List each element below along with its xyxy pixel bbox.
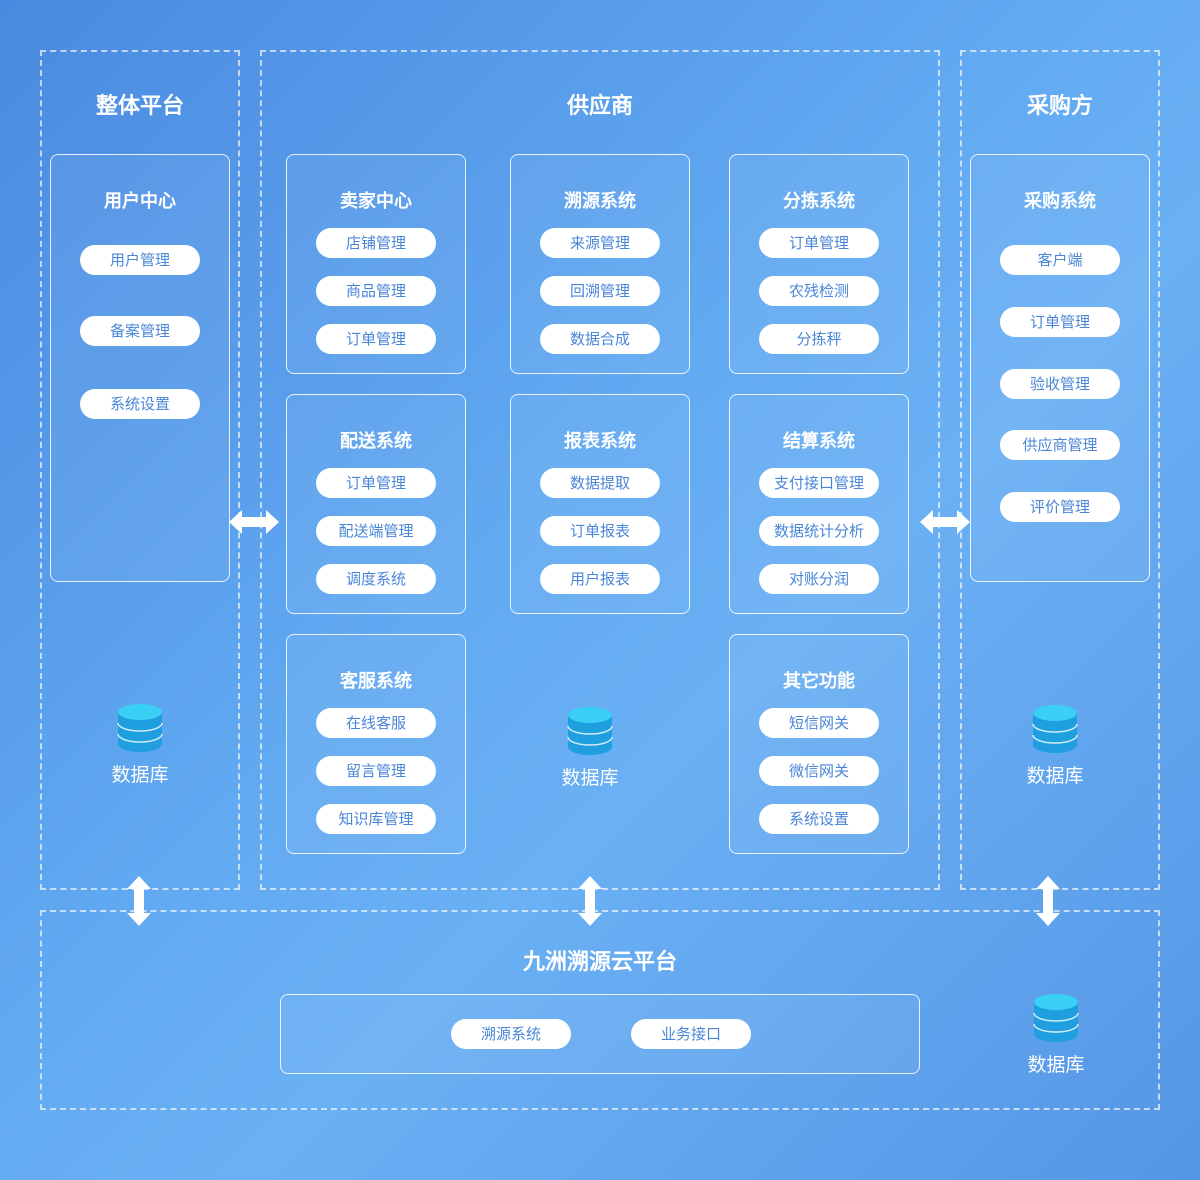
database-icon [1033,994,1079,1042]
sorting-scale-pill[interactable]: 分拣秤 [759,324,879,354]
database-icon [567,707,613,755]
supplier-management-pill[interactable]: 供应商管理 [1000,430,1120,460]
delivery-system-box: 配送系统 订单管理 配送端管理 调度系统 [286,394,466,614]
knowledge-base-pill[interactable]: 知识库管理 [316,804,436,834]
pesticide-detection-pill[interactable]: 农残检测 [759,276,879,306]
delivery-order-management-pill[interactable]: 订单管理 [316,468,436,498]
user-management-pill[interactable]: 用户管理 [80,245,200,275]
cloud-services-box: 溯源系统 业务接口 [280,994,920,1074]
platform-title: 整体平台 [95,94,184,119]
purchase-system-title: 采购系统 [1024,191,1096,212]
supplier-cloud-arrow-icon [578,876,602,926]
evaluation-management-pill[interactable]: 评价管理 [1000,492,1120,522]
sorting-system-title: 分拣系统 [783,191,855,212]
data-statistics-pill[interactable]: 数据统计分析 [759,516,879,546]
wechat-gateway-pill[interactable]: 微信网关 [759,756,879,786]
settlement-system-box: 结算系统 支付接口管理 数据统计分析 对账分润 [729,394,909,614]
payment-interface-pill[interactable]: 支付接口管理 [759,468,879,498]
buyer-database: 数据库 [995,703,1115,788]
seller-center-box: 卖家中心 店铺管理 商品管理 订单管理 [286,154,466,374]
cloud-platform-section: 九洲溯源云平台 [40,910,1160,1110]
customer-service-box: 客服系统 在线客服 留言管理 知识库管理 [286,634,466,854]
user-center-box: 用户中心 用户管理 备案管理 系统设置 [50,154,230,582]
other-functions-title: 其它功能 [783,671,855,692]
database-label: 数据库 [1027,1054,1085,1076]
platform-database: 数据库 [80,702,200,787]
supplier-database: 数据库 [530,705,650,790]
client-pill[interactable]: 客户端 [1000,245,1120,275]
buyer-cloud-arrow-icon [1036,876,1060,926]
trace-system-box: 溯源系统 来源管理 回溯管理 数据合成 [510,154,690,374]
other-functions-box: 其它功能 短信网关 微信网关 系统设置 [729,634,909,854]
business-interface-pill[interactable]: 业务接口 [631,1019,751,1049]
order-report-pill[interactable]: 订单报表 [540,516,660,546]
system-settings-pill[interactable]: 系统设置 [80,389,200,419]
cloud-database: 数据库 [996,992,1116,1077]
user-center-title: 用户中心 [104,191,176,212]
report-system-box: 报表系统 数据提取 订单报表 用户报表 [510,394,690,614]
acceptance-management-pill[interactable]: 验收管理 [1000,369,1120,399]
user-report-pill[interactable]: 用户报表 [540,564,660,594]
dispatch-system-pill[interactable]: 调度系统 [316,564,436,594]
trace-system-title: 溯源系统 [564,191,636,212]
database-icon [1032,705,1078,753]
online-service-pill[interactable]: 在线客服 [316,708,436,738]
data-synthesis-pill[interactable]: 数据合成 [540,324,660,354]
sorting-system-box: 分拣系统 订单管理 农残检测 分拣秤 [729,154,909,374]
sms-gateway-pill[interactable]: 短信网关 [759,708,879,738]
backtrace-management-pill[interactable]: 回溯管理 [540,276,660,306]
record-management-pill[interactable]: 备案管理 [80,316,200,346]
database-icon [117,704,163,752]
supplier-title: 供应商 [566,94,633,119]
cloud-platform-title: 九洲溯源云平台 [522,950,677,975]
settlement-system-title: 结算系统 [783,431,855,452]
database-label: 数据库 [1026,765,1084,787]
source-management-pill[interactable]: 来源管理 [540,228,660,258]
delivery-client-management-pill[interactable]: 配送端管理 [316,516,436,546]
purchase-system-box: 采购系统 客户端 订单管理 验收管理 供应商管理 评价管理 [970,154,1150,582]
seller-center-title: 卖家中心 [340,191,412,212]
shop-management-pill[interactable]: 店铺管理 [316,228,436,258]
database-label: 数据库 [561,767,619,789]
order-management-pill[interactable]: 订单管理 [316,324,436,354]
message-management-pill[interactable]: 留言管理 [316,756,436,786]
product-management-pill[interactable]: 商品管理 [316,276,436,306]
reconciliation-pill[interactable]: 对账分润 [759,564,879,594]
database-label: 数据库 [111,764,169,786]
supplier-buyer-arrow-icon [920,510,970,534]
buyer-order-management-pill[interactable]: 订单管理 [1000,307,1120,337]
platform-supplier-arrow-icon [229,510,279,534]
report-system-title: 报表系统 [564,431,636,452]
buyer-title: 采购方 [1026,94,1093,119]
platform-cloud-arrow-icon [127,876,151,926]
delivery-system-title: 配送系统 [340,431,412,452]
other-system-settings-pill[interactable]: 系统设置 [759,804,879,834]
data-extraction-pill[interactable]: 数据提取 [540,468,660,498]
sorting-order-management-pill[interactable]: 订单管理 [759,228,879,258]
customer-service-title: 客服系统 [340,671,412,692]
cloud-trace-system-pill[interactable]: 溯源系统 [451,1019,571,1049]
